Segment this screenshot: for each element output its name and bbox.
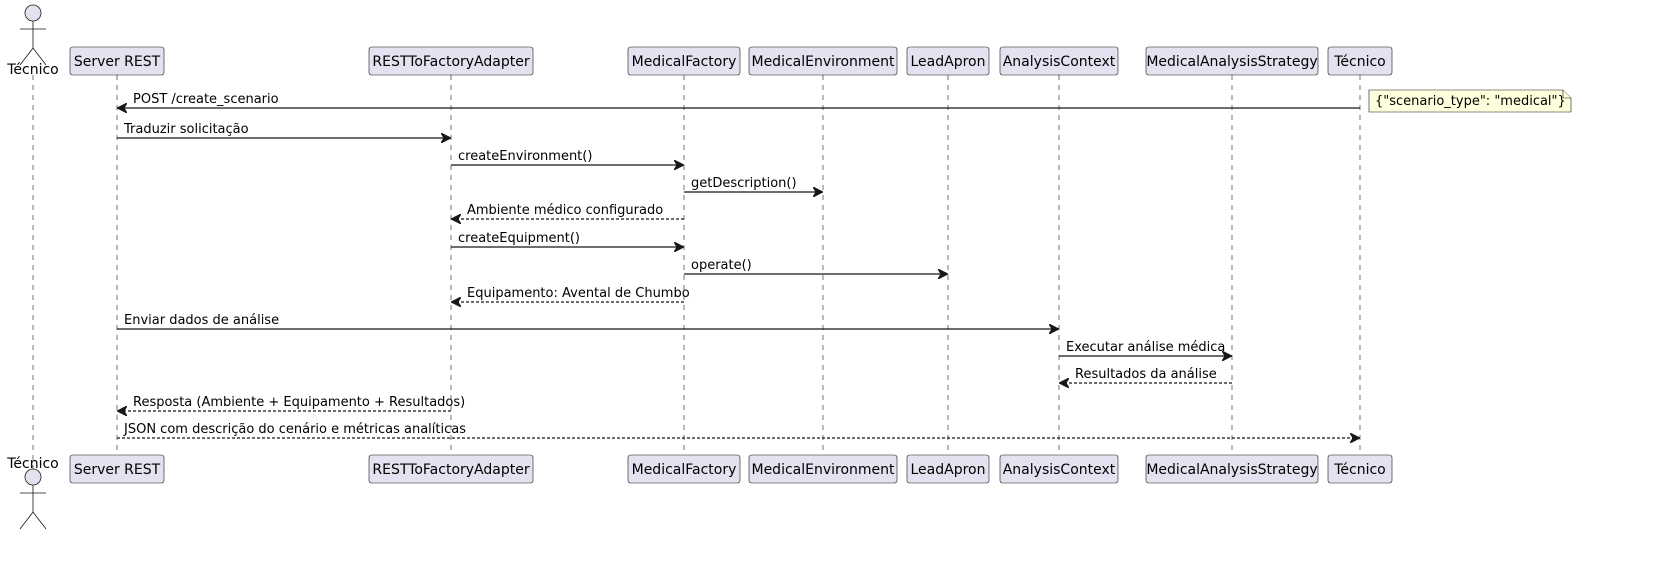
participant-label: LeadApron bbox=[911, 462, 986, 478]
message-label: Resultados da análise bbox=[1075, 367, 1217, 382]
participant-label: LeadApron bbox=[911, 54, 986, 70]
participant-box bbox=[368, 46, 534, 76]
note-text: {"scenario_type": "medical"} bbox=[1375, 94, 1566, 109]
notes: {"scenario_type": "medical"} bbox=[1368, 89, 1572, 113]
participant-box bbox=[368, 454, 534, 484]
participant-label: MedicalEnvironment bbox=[751, 462, 895, 478]
participant-box bbox=[1145, 46, 1319, 76]
participant-box bbox=[906, 454, 990, 484]
participant-label: MedicalFactory bbox=[632, 54, 737, 70]
message-2: createEnvironment() bbox=[451, 149, 684, 165]
participant-factory-bottom: MedicalFactory bbox=[627, 454, 741, 484]
message-10: Resultados da análise bbox=[1059, 367, 1232, 383]
message-label: JSON com descrição do cenário e métricas… bbox=[123, 422, 466, 437]
participant-label: RESTToFactoryAdapter bbox=[372, 462, 529, 478]
message-7: Equipamento: Avental de Chumbo bbox=[451, 286, 690, 302]
message-label: Resposta (Ambiente + Equipamento + Resul… bbox=[133, 395, 465, 410]
message-label: Traduzir solicitação bbox=[123, 122, 249, 137]
participant-box bbox=[1145, 454, 1319, 484]
actor-leg-left bbox=[19, 47, 34, 66]
message-label: Ambiente médico configurado bbox=[467, 203, 663, 218]
participant-strategy: MedicalAnalysisStrategy bbox=[1145, 46, 1319, 76]
actor-leg-right bbox=[32, 511, 47, 530]
participant-label: Server REST bbox=[74, 54, 161, 70]
participant-apron: LeadApron bbox=[906, 46, 990, 76]
participant-env: MedicalEnvironment bbox=[748, 46, 898, 76]
participant-label: MedicalEnvironment bbox=[751, 54, 895, 70]
message-4: Ambiente médico configurado bbox=[451, 203, 684, 219]
participant-label: AnalysisContext bbox=[1003, 54, 1116, 70]
participant-box bbox=[748, 454, 898, 484]
participants-top: Técnico Server REST RESTToFactoryAdapter Me… bbox=[6, 4, 1393, 78]
message-6: operate() bbox=[684, 258, 948, 274]
participant-context: AnalysisContext bbox=[999, 46, 1119, 76]
participant-env-bottom: MedicalEnvironment bbox=[748, 454, 898, 484]
actor-leg-left bbox=[19, 511, 34, 530]
participant-tecnico: Técnico bbox=[1327, 46, 1393, 76]
message-3: getDescription() bbox=[684, 176, 823, 192]
actor-figure bbox=[19, 4, 47, 66]
actor-label: Técnico bbox=[6, 62, 59, 78]
participants-bottom: Técnico Server REST RESTToFactoryAdapter Me… bbox=[6, 454, 1393, 530]
participant-box bbox=[748, 46, 898, 76]
participant-box bbox=[69, 454, 165, 484]
message-label: POST /create_scenario bbox=[133, 92, 279, 107]
message-1: Traduzir solicitação bbox=[117, 122, 451, 138]
message-label: createEnvironment() bbox=[458, 149, 592, 164]
participant-label: RESTToFactoryAdapter bbox=[372, 54, 529, 70]
message-12: JSON com descrição do cenário e métricas… bbox=[117, 422, 1360, 438]
note-body bbox=[1368, 89, 1572, 113]
participant-server: Server REST bbox=[69, 46, 165, 76]
message-label: Enviar dados de análise bbox=[124, 313, 279, 328]
participant-box bbox=[69, 46, 165, 76]
participant-adapter: RESTToFactoryAdapter bbox=[368, 46, 534, 76]
participant-box bbox=[1327, 454, 1393, 484]
actor-head bbox=[24, 4, 42, 22]
participant-strategy-bottom: MedicalAnalysisStrategy bbox=[1145, 454, 1319, 484]
participant-label: Server REST bbox=[74, 462, 161, 478]
participant-box bbox=[999, 46, 1119, 76]
participant-server-bottom: Server REST bbox=[69, 454, 165, 484]
participant-box bbox=[627, 46, 741, 76]
participant-box bbox=[1327, 46, 1393, 76]
message-label: getDescription() bbox=[691, 176, 797, 191]
participant-context-bottom: AnalysisContext bbox=[999, 454, 1119, 484]
note-fold bbox=[1562, 90, 1571, 99]
participant-label: MedicalAnalysisStrategy bbox=[1146, 462, 1317, 478]
message-label: operate() bbox=[691, 258, 752, 273]
participant-box bbox=[999, 454, 1119, 484]
message-9: Executar análise médica bbox=[1059, 340, 1232, 356]
participant-label: MedicalAnalysisStrategy bbox=[1146, 54, 1317, 70]
participant-label: Técnico bbox=[1333, 54, 1386, 70]
actor-label: Técnico bbox=[6, 456, 59, 472]
actor-leg-right bbox=[32, 47, 47, 66]
message-11: Resposta (Ambiente + Equipamento + Resul… bbox=[117, 395, 465, 411]
participant-factory: MedicalFactory bbox=[627, 46, 741, 76]
message-0: POST /create_scenario bbox=[117, 92, 1360, 108]
participant-label: MedicalFactory bbox=[632, 462, 737, 478]
actor-figure bbox=[19, 468, 47, 530]
message-label: Executar análise médica bbox=[1066, 340, 1225, 355]
participant-label: AnalysisContext bbox=[1003, 462, 1116, 478]
message-8: Enviar dados de análise bbox=[117, 313, 1059, 329]
participant-tecnico-bottom: Técnico bbox=[1327, 454, 1393, 484]
participant-box bbox=[906, 46, 990, 76]
participant-box bbox=[627, 454, 741, 484]
note: {"scenario_type": "medical"} bbox=[1368, 89, 1572, 113]
message-5: createEquipment() bbox=[451, 231, 684, 247]
participant-adapter-bottom: RESTToFactoryAdapter bbox=[368, 454, 534, 484]
participant-label: Técnico bbox=[1333, 462, 1386, 478]
participant-apron-bottom: LeadApron bbox=[906, 454, 990, 484]
message-label: Equipamento: Avental de Chumbo bbox=[467, 286, 690, 301]
message-label: createEquipment() bbox=[458, 231, 580, 246]
